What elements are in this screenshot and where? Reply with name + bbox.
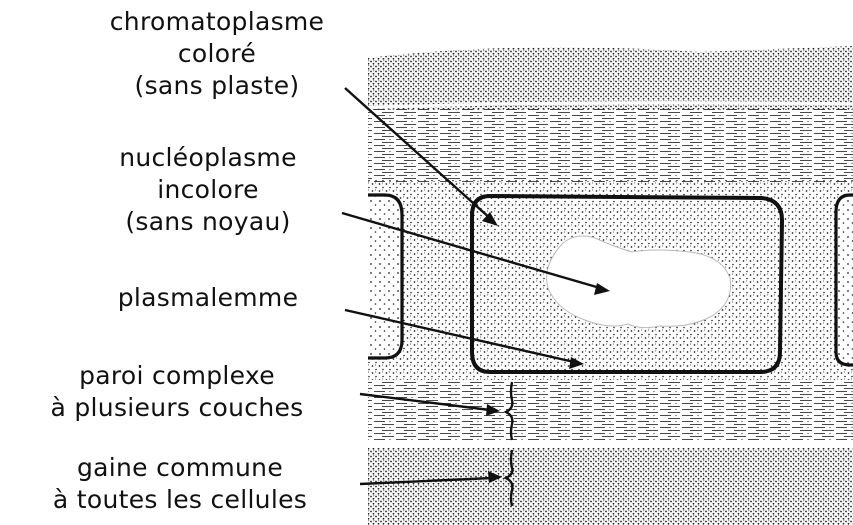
label-line: (sans plaste)	[78, 70, 356, 102]
label-line: nucléoplasme	[78, 142, 338, 174]
label-line: à toutes les cellules	[2, 484, 358, 516]
wall-layer-top	[360, 108, 853, 183]
label-line: gaine commune	[2, 452, 358, 484]
label-line: chromatoplasme	[78, 6, 356, 38]
label-line: à plusieurs couches	[2, 392, 352, 424]
central-cell	[472, 196, 782, 372]
common-sheath-bottom	[360, 448, 853, 525]
label-line: paroi complexe	[2, 360, 352, 392]
label-line: plasmalemme	[78, 282, 338, 314]
label-line: incolore	[78, 174, 338, 206]
neighbor-cell-left	[368, 195, 402, 358]
label-plasmalemme: plasmalemme	[78, 282, 338, 314]
label-line: (sans noyau)	[78, 206, 338, 238]
common-sheath-top	[360, 40, 853, 110]
label-paroi: paroi complexe à plusieurs couches	[2, 360, 352, 424]
label-nucleoplasme: nucléoplasme incolore (sans noyau)	[78, 142, 338, 238]
label-line: coloré	[78, 38, 356, 70]
label-chromatoplasme: chromatoplasme coloré (sans plaste)	[78, 6, 356, 102]
label-gaine: gaine commune à toutes les cellules	[2, 452, 358, 516]
neighbor-cell-right	[836, 195, 853, 365]
wall-layer-bottom	[360, 380, 853, 450]
